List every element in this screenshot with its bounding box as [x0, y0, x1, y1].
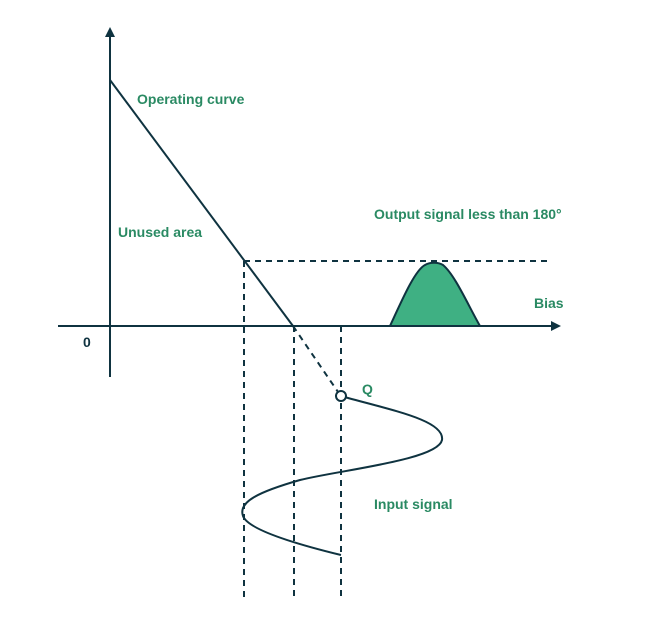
- output-signal-pulse: [388, 261, 482, 327]
- input-signal-label: Input signal: [374, 496, 453, 512]
- output-signal-label: Output signal less than 180°: [374, 206, 562, 222]
- input-signal-wave: [241, 395, 444, 556]
- bias-label: Bias: [534, 295, 564, 311]
- origin-label: 0: [83, 334, 91, 350]
- operating-curve-line: [109, 79, 294, 327]
- q-point-label: Q: [362, 381, 373, 397]
- unused-area-label: Unused area: [118, 224, 202, 240]
- operating-curve-label: Operating curve: [137, 91, 245, 107]
- operating-curve-extension: [292, 325, 339, 393]
- q-point-marker: [335, 390, 347, 402]
